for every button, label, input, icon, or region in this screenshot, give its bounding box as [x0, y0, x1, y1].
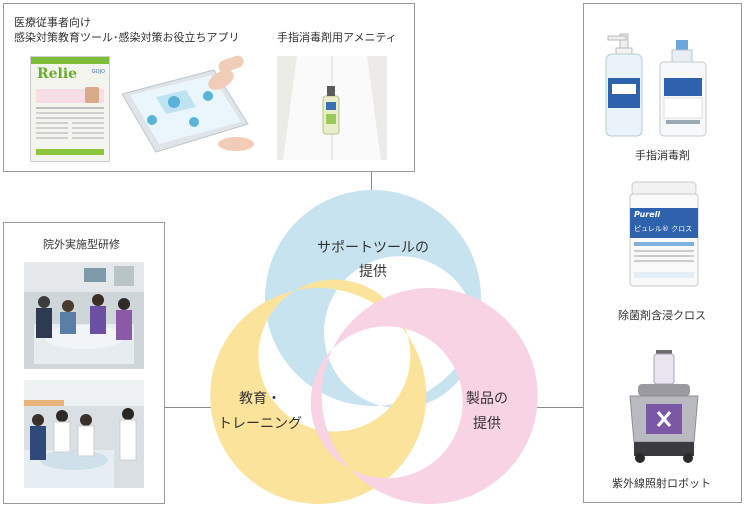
- relie-booklet-image: Relie GOJO: [30, 56, 110, 162]
- connector-right: [534, 407, 583, 408]
- wipes-brand: Purell: [634, 210, 661, 219]
- training-photo-2: [24, 380, 144, 488]
- left-panel: 院外実施型研修: [3, 222, 165, 504]
- support-label-line1: サポートツールの: [317, 240, 429, 256]
- right-panel: 手指消毒剤 Purell ピュレル® クロス 除菌剤含浸クロス: [583, 3, 742, 503]
- connector-top: [371, 172, 372, 192]
- training-title: 院外実施型研修: [43, 238, 120, 251]
- wipes-name: ピュレル® クロス: [634, 225, 693, 233]
- product-label-line2: 提供: [473, 416, 501, 432]
- connector-left: [165, 407, 213, 408]
- uv-robot-image: [624, 348, 704, 466]
- tools-title-line1: 医療従事者向け: [14, 16, 91, 29]
- booklet-title: Relie: [37, 66, 78, 82]
- training-photo-1: [24, 262, 144, 369]
- product-label-line1: 製品の: [466, 391, 508, 407]
- support-tools-circle: [265, 190, 481, 409]
- hand-sanitizer-image: [598, 32, 728, 138]
- booklet-brand: GOJO: [91, 69, 105, 75]
- amenity-clip-image: [277, 56, 387, 160]
- hand-sanitizer-label: 手指消毒剤: [635, 149, 690, 162]
- amenity-title: 手指消毒剤用アメニティ: [277, 31, 397, 44]
- sanitizing-wipes-image: Purell ピュレル® クロス: [624, 180, 704, 288]
- education-label-line1: 教育・: [239, 391, 281, 407]
- tools-title-line2: 感染対策教育ツール･感染対策お役立ちアプリ: [14, 31, 240, 44]
- education-training-circle: [210, 279, 427, 505]
- top-panel: 医療従事者向け 感染対策教育ツール･感染対策お役立ちアプリ 手指消毒剤用アメニテ…: [3, 3, 415, 172]
- education-label-line2: トレーニング: [218, 416, 302, 432]
- tablet-app-image: [116, 52, 254, 160]
- support-label-line2: 提供: [359, 264, 387, 280]
- sanitizing-wipes-label: 除菌剤含浸クロス: [618, 309, 706, 322]
- uv-robot-label: 紫外線照射ロボット: [612, 477, 711, 490]
- product-supply-circle: [310, 288, 538, 505]
- circle-shapes: [210, 190, 538, 505]
